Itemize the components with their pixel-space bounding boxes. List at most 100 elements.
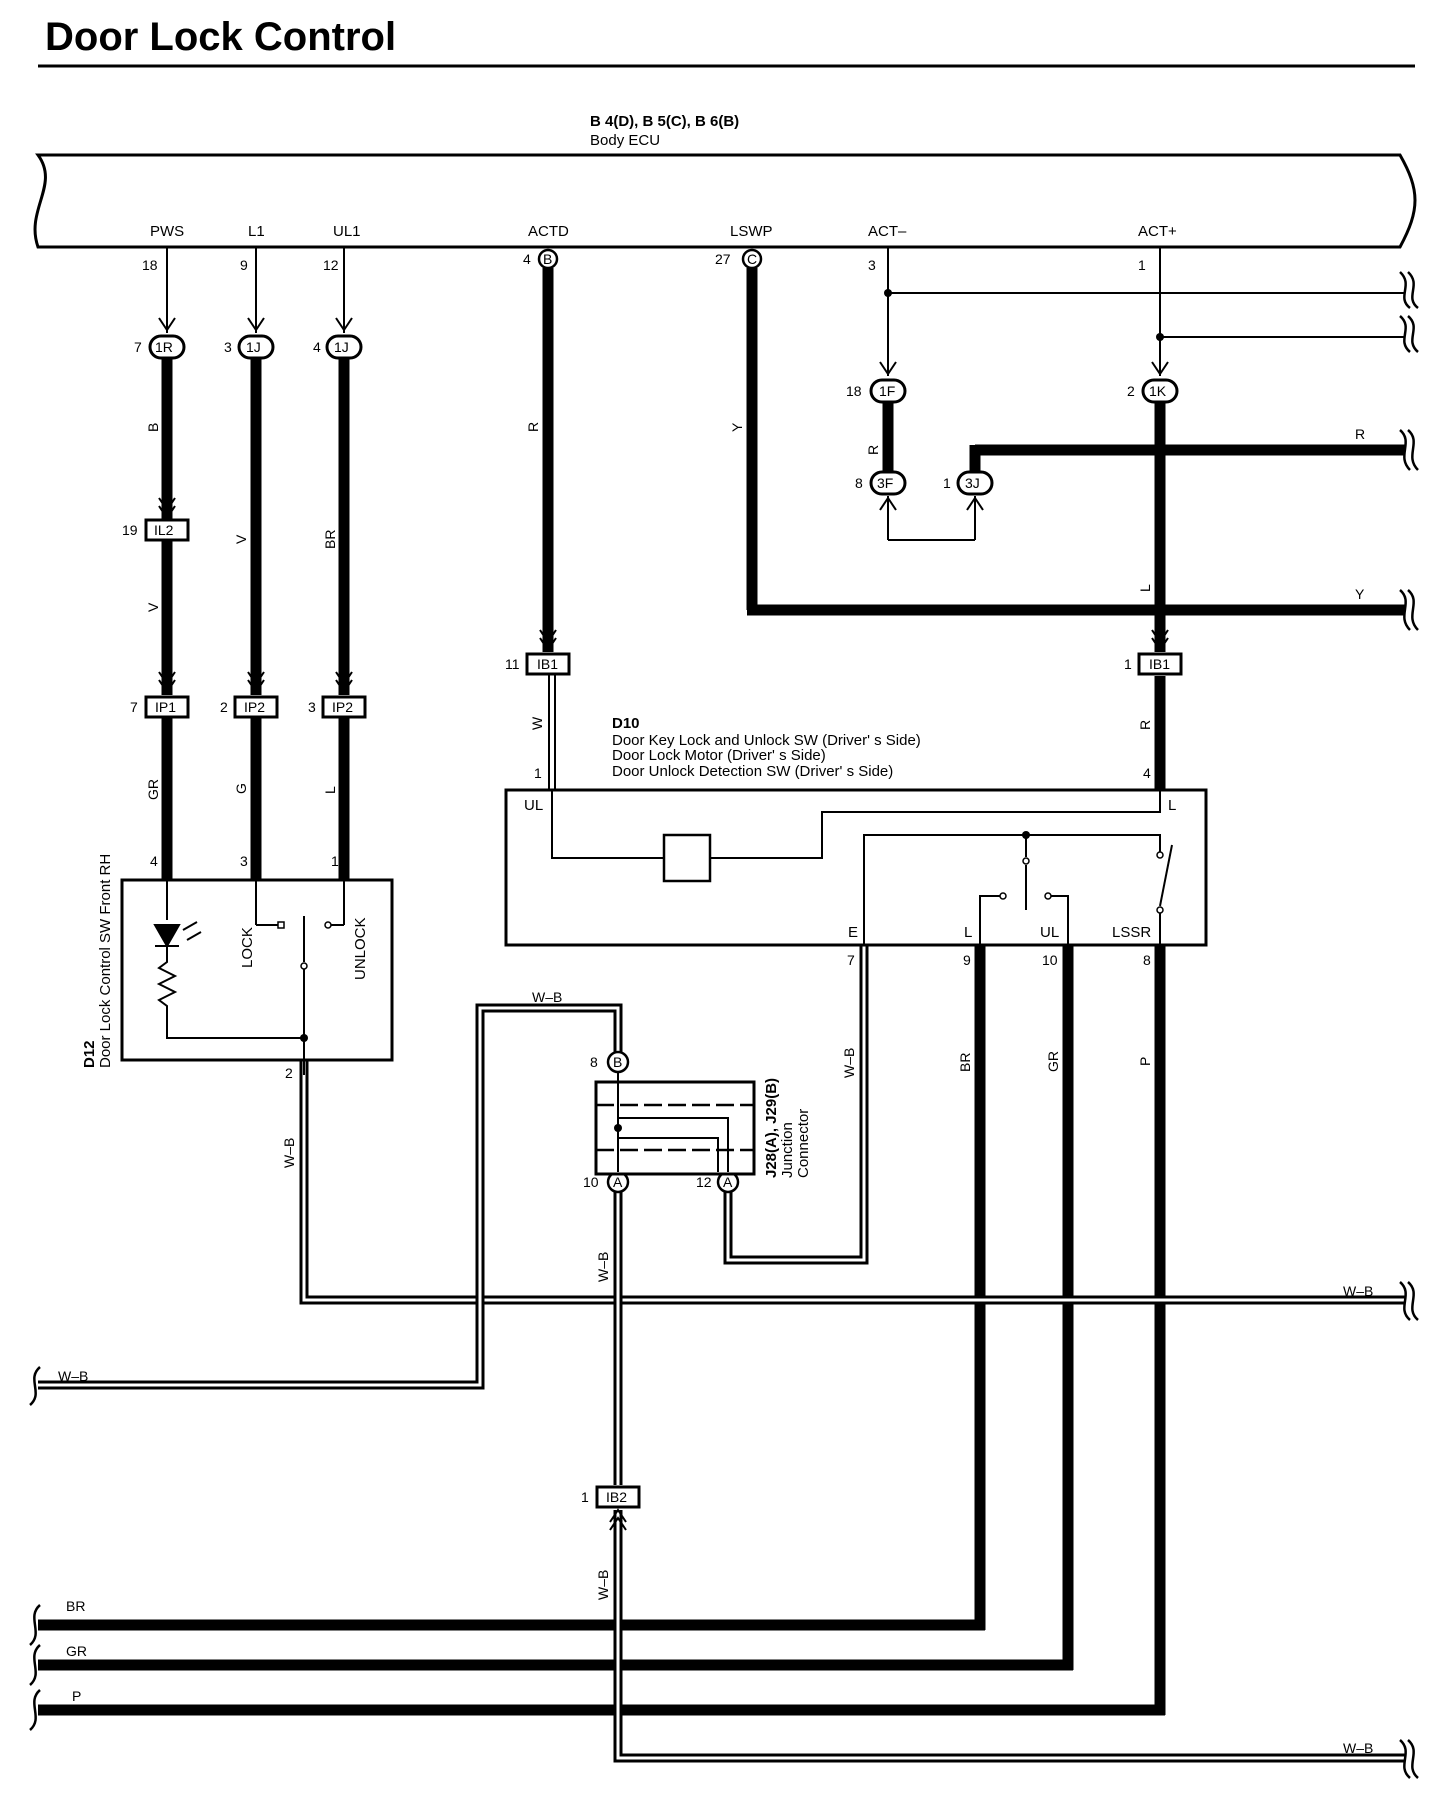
oval-connectors: 1R 1J 1J 1F 1K 3F 3J [148,334,1179,496]
ecu-terminal-l1: L1 [248,223,265,240]
diagram-label: B [613,1054,622,1070]
diagram-label: 4 [1143,765,1151,781]
ecu-pin: 9 [240,257,248,273]
diagram-label: P [72,1688,81,1704]
diagram-label: 1J [334,339,349,355]
diagram-label: 19 [122,522,138,538]
diagram-label: 10 [583,1174,599,1190]
diagram-line [29,1604,41,1646]
diagram-label: 11 [505,656,520,672]
ecu-terminal-ul1: UL1 [333,223,361,240]
junction-dot [884,289,892,297]
ecu-terminal-lswp: LSWP [730,223,773,240]
diagram-label: UL [1040,924,1059,941]
page-title: Door Lock Control [45,15,396,59]
connector-ip1 [144,695,190,719]
ecu-pin: 1 [1138,257,1146,273]
diagram-label: IP2 [332,699,353,715]
body-ecu: B 4(D), B 5(C), B 6(B) Body ECU PWS L1 U… [33,113,1417,273]
diagram-line [1399,1739,1411,1779]
ecu-terminal-act-minus: ACT– [868,223,907,240]
diagram-label: UL [524,797,543,814]
diagram-label: 7 [130,699,138,715]
diagram-line [618,1117,729,1172]
d12-unlock-label: UNLOCK [352,917,369,980]
diagram-label: GR [145,779,161,800]
component-d10: D10 Door Key Lock and Unlock SW (Driver'… [504,715,1208,947]
connector-3j [956,470,994,496]
diagram-label: W–B [841,1048,857,1078]
diagram-line [1156,851,1164,859]
diagram-label: W–B [595,1252,611,1282]
diagram-line [1051,895,1069,945]
diagram-label: W–B [595,1570,611,1600]
ecu-pin: 4 [523,251,531,267]
diagram-label: B [145,423,161,432]
diagram-line [1156,906,1164,914]
diagram-line [1407,589,1419,631]
diagram-label: 2 [285,1065,293,1081]
diagram-label: 1 [943,475,951,491]
diagram-line [158,317,176,332]
connector-il2 [144,518,190,542]
diagram-label: 1 [331,853,339,869]
diagram-label: 1F [879,383,895,399]
motor-icon [662,833,712,883]
diagram-label: L [964,924,972,941]
diagram-line [618,1137,719,1172]
diagram-label: W–B [532,989,562,1005]
diagram-line [1407,1281,1419,1321]
diagram-label: 10 [1042,952,1058,968]
connector-ib1 [1137,652,1183,676]
connector-ip2 [233,695,279,719]
diagram-line [182,921,202,941]
diagram-label: W–B [1343,1283,1373,1299]
junction-name: Junction [779,1122,796,1178]
junction-connector: J28(A), J29(B) Junction Connector [594,1072,812,1178]
diagram-line [1399,1281,1411,1321]
thick-wires [38,268,1405,1716]
box-connectors: IL2 IP1 IP2 IP2 IB1 IB1 IB2 [144,518,1183,1509]
diagram-label: 1 [581,1489,589,1505]
diagram-label: W [529,716,545,730]
ecu-pin: 3 [868,257,876,273]
resistor-icon [156,946,304,1039]
ecu-thin-feeds [158,247,1405,376]
diagram-line [1407,315,1419,353]
diagram-label: E [848,924,858,941]
diagram-label: W–B [58,1368,88,1384]
ecu-connector-b-label: B [543,251,552,267]
diagram-label: L [322,786,338,794]
diagram-line [1399,315,1411,353]
diagram-line [277,921,285,929]
diagram-line [38,1006,620,1387]
ecu-outline [33,153,1417,249]
diagram-line [613,1510,1405,1763]
ecu-connector-c-label: C [747,251,757,267]
diagram-label: L [1168,797,1176,814]
ecu-pin: 27 [715,251,731,267]
diagram-label: 2 [220,699,228,715]
component-d12: D12 Door Lock Control SW Front RH LOCK U… [81,854,394,1075]
d12-code: D12 [81,1040,98,1068]
diagram-line [999,892,1007,900]
diagram-line [300,1034,308,1042]
diagram-line [38,1003,623,1390]
diagram-label: LSSR [1112,924,1151,941]
diagram-label: L [1137,584,1153,592]
diagram-label: Y [729,422,745,432]
ecu-pin: 18 [142,257,158,273]
junction-dot [1156,333,1164,341]
ground-wires [38,660,1405,1763]
connector-ib1 [525,652,571,676]
d12-name: Door Lock Control SW Front RH [97,854,114,1068]
diagram-line [609,1508,627,1531]
diagram-line [302,1045,1405,1302]
diagram-label: A [723,1174,733,1190]
diagram-label: G [233,783,249,794]
diagram-line [710,790,1161,859]
diagram-label: R [1137,720,1153,730]
led-icon [153,924,181,949]
diagram-line [879,361,897,376]
d10-code: D10 [612,715,640,732]
